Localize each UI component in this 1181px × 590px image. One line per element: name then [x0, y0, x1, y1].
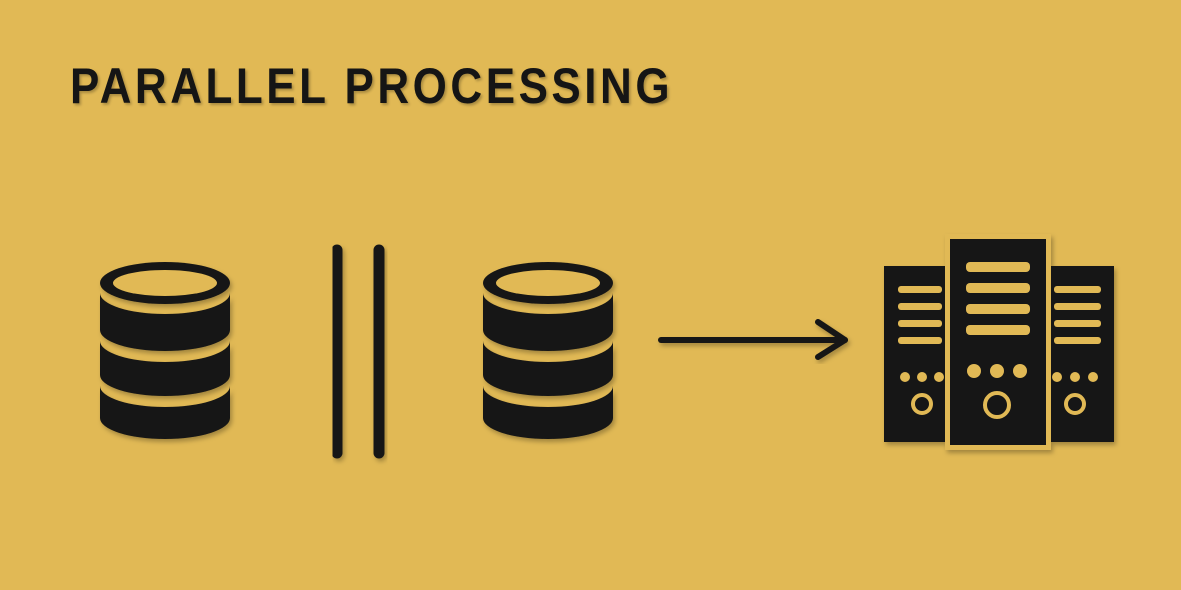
server-rack-icon: [884, 234, 1114, 450]
page-title: PARALLEL PROCESSING: [70, 58, 674, 114]
database-icon: [100, 262, 230, 439]
parallel-bars-icon: [331, 244, 385, 459]
arrow-right-icon: [658, 319, 848, 360]
database-icon: [483, 262, 613, 439]
